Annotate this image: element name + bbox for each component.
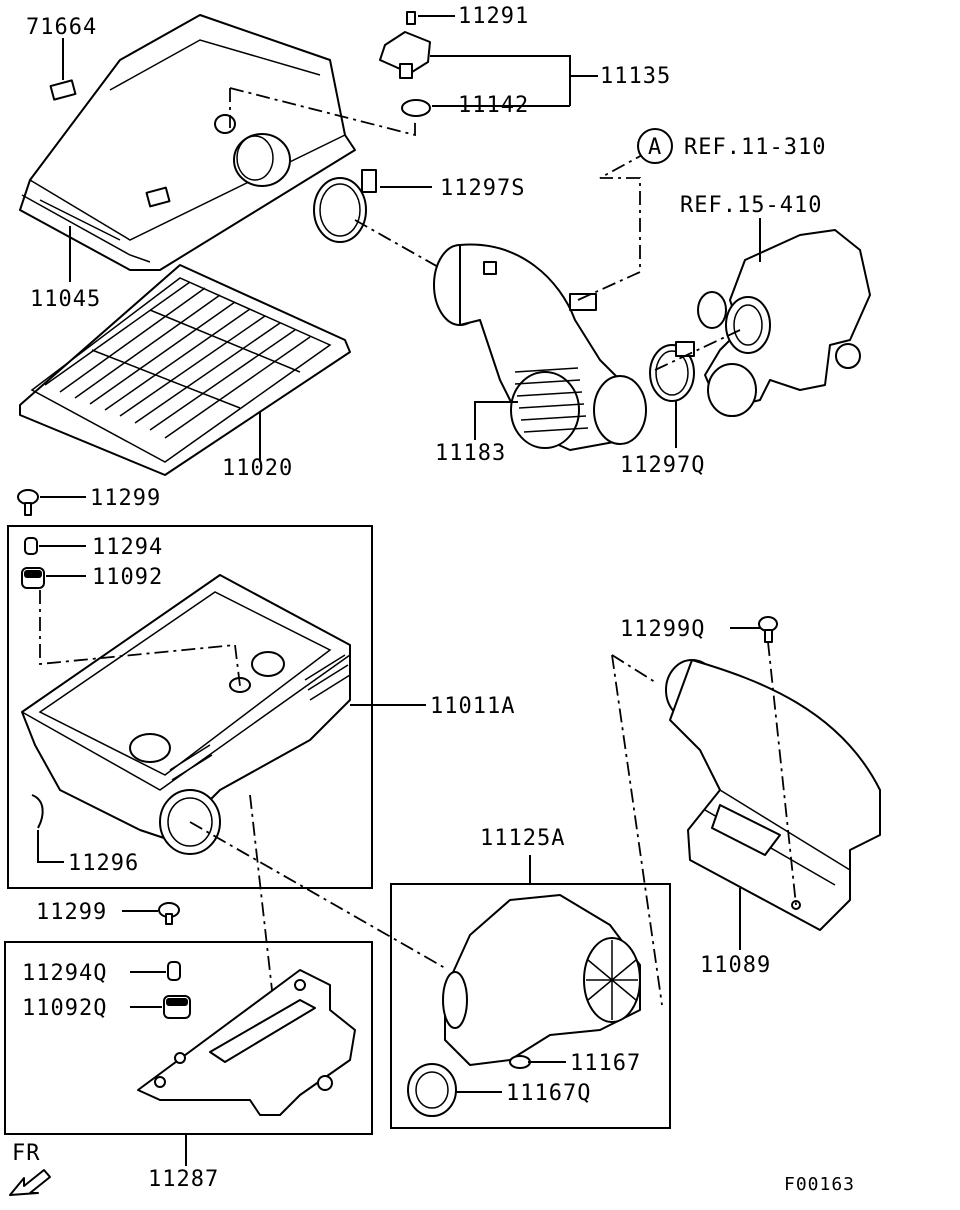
label-ref-11-310: REF.11-310 [684,135,826,160]
label-11045: 11045 [30,287,101,312]
label-11125a: 11125A [480,826,565,851]
label-71664: 71664 [26,15,97,40]
air-cleaner-cover-drawing [19,14,356,271]
label-11297q: 11297Q [620,453,705,478]
reference-circle-a [637,128,673,164]
grommet-11092-drawing [21,567,45,589]
label-11092: 11092 [92,565,163,590]
label-fr: FR [12,1141,41,1166]
label-11011a: 11011A [430,694,515,719]
label-ref-a: A [648,135,662,160]
assembly-lines [39,87,797,1006]
bolt-11299-top-drawing [17,489,39,516]
bolt-11299-lower-drawing [158,902,180,925]
label-11297s: 11297S [440,176,525,201]
bushing-11294q-drawing [167,961,181,981]
label-11020: 11020 [222,456,293,481]
label-ref-15-410: REF.15-410 [680,193,822,218]
resonator-seal-11167q-drawing [407,1063,457,1117]
label-11294: 11294 [92,535,163,560]
air-cleaner-case-drawing [21,574,351,855]
label-11294q: 11294Q [22,961,107,986]
label-11299-top: 11299 [90,486,161,511]
air-filter-element-drawing [19,264,351,476]
label-11142: 11142 [458,93,529,118]
air-cleaner-case-group-box [7,525,373,889]
resonator-drawing [442,894,641,1069]
label-11291: 11291 [458,4,529,29]
hose-clamp-11297q-drawing [649,341,695,402]
label-11299-lower: 11299 [36,900,107,925]
figure-code: F00163 [784,1174,855,1195]
mounting-bracket-drawing [137,969,356,1116]
air-flow-sensor-drawing [379,11,431,117]
clip-11296-drawing [31,794,44,829]
leader-lines [37,15,761,1166]
label-11135: 11135 [600,64,671,89]
air-duct-drawing [665,659,881,931]
throttle-body-reference-drawing [697,229,871,417]
grommet-11092q-drawing [163,995,191,1019]
air-intake-hose-drawing [433,243,647,451]
air-cleaner-bracket-group-box [4,941,373,1135]
bolt-11299q-drawing [758,616,778,643]
label-11167q: 11167Q [506,1081,591,1106]
bushing-11294-drawing [24,537,38,555]
label-11287: 11287 [148,1167,219,1192]
label-11167: 11167 [570,1051,641,1076]
label-11092q: 11092Q [22,996,107,1021]
label-11183: 11183 [435,441,506,466]
hose-clamp-11297s-drawing [313,169,377,243]
label-11296: 11296 [68,851,139,876]
front-direction-arrow-icon [9,1169,51,1196]
label-11299q: 11299Q [620,617,705,642]
label-11089: 11089 [700,953,771,978]
